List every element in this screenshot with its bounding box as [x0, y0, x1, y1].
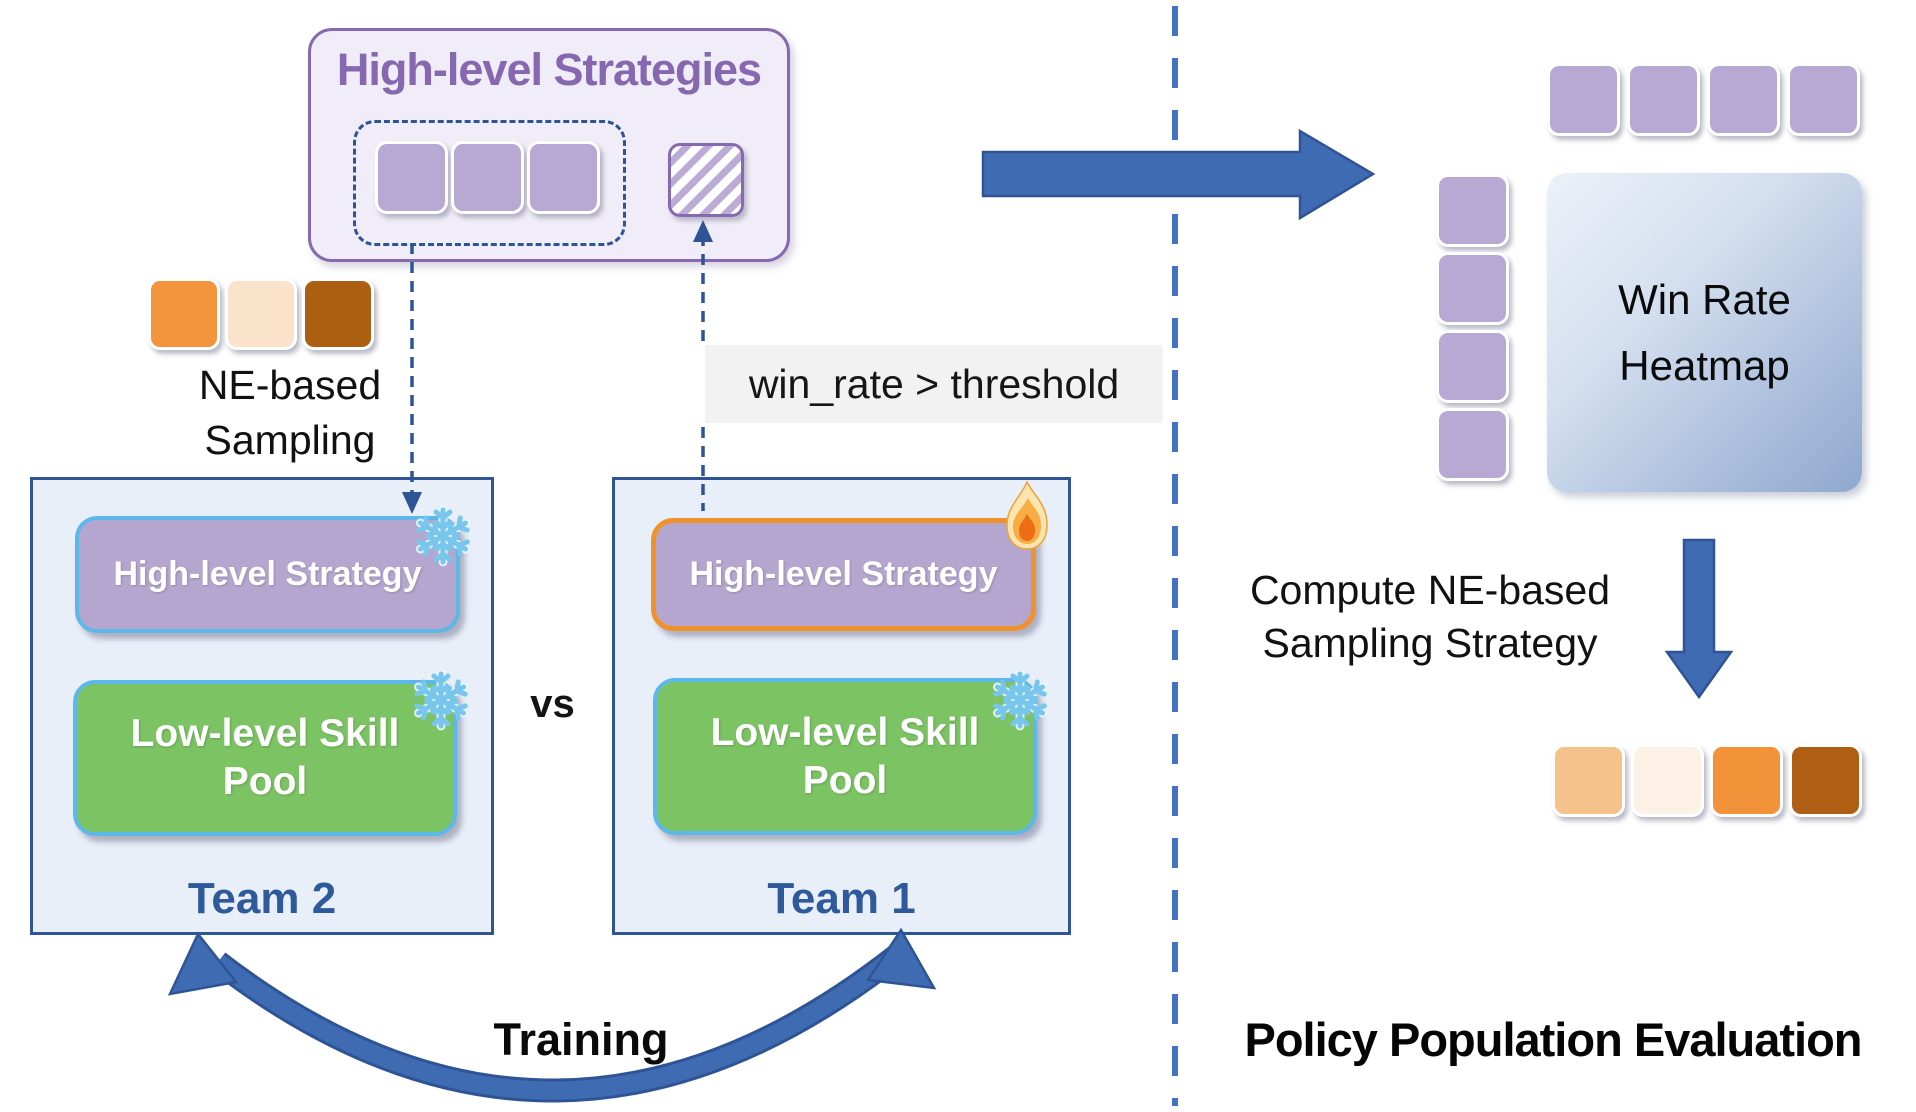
win-rate-condition-text: win_rate > threshold [748, 360, 1120, 407]
population-square [1627, 63, 1700, 136]
team1-high-level-strategy-card: High-level Strategy [651, 518, 1036, 631]
ne-sampling-label: NE-based Sampling [140, 358, 440, 469]
strategy-pool-dashed-box [353, 120, 626, 246]
strategy-pool-squares [375, 141, 600, 214]
strategy-bank-title: High-level Strategies [336, 44, 762, 95]
population-square [1552, 744, 1625, 817]
population-square [1631, 744, 1704, 817]
training-curved-arrow [167, 927, 937, 1103]
win-rate-heatmap-title-line2: Heatmap [1619, 341, 1790, 389]
team2-high-level-strategy-label: High-level Strategy [113, 555, 422, 593]
population-square [1707, 63, 1780, 136]
team2-low-level-skill-pool-label: Low-level Skill Pool [130, 712, 400, 803]
population-square [527, 141, 600, 214]
compute-ne-label-line1: Compute NE-based [1249, 567, 1611, 613]
team2-low-level-skill-pool-card: Low-level Skill Pool [73, 680, 457, 836]
population-square [1436, 330, 1509, 403]
team1-high-level-strategy-label: High-level Strategy [689, 555, 998, 593]
heatmap-row-policy-squares [1547, 63, 1860, 136]
population-square [302, 278, 374, 350]
new-strategy-hatched-square [668, 143, 744, 217]
population-square [1547, 63, 1620, 136]
team1-low-level-skill-pool-card: Low-level Skill Pool [653, 678, 1037, 835]
to-evaluation-arrow [981, 128, 1376, 221]
ne-sampling-squares-left [148, 278, 374, 350]
win-rate-condition-label: win_rate > threshold [705, 345, 1163, 423]
team2-box: High-level Strategy [30, 477, 494, 935]
strategy-bank-box: High-level Strategies [308, 28, 790, 262]
population-square [1436, 174, 1509, 247]
population-square [225, 278, 297, 350]
team1-box: High-level Strategy Low-level Skill Pool [612, 477, 1071, 935]
compute-ne-label-line2: Sampling Strategy [1262, 620, 1598, 667]
population-square [148, 278, 220, 350]
population-square [1710, 744, 1783, 817]
population-square [1436, 252, 1509, 325]
compute-ne-label: Compute NE-based Sampling Strategy [1185, 564, 1675, 671]
ne-sampling-squares-right [1552, 744, 1862, 817]
compute-ne-down-arrow [1664, 538, 1734, 700]
team1-name: Team 1 [767, 874, 916, 923]
population-square [375, 141, 448, 214]
population-square [1789, 744, 1862, 817]
team2-name: Team 2 [187, 874, 337, 923]
population-square [451, 141, 524, 214]
population-square [1436, 408, 1509, 481]
vs-label: vs [530, 682, 575, 726]
policy-population-evaluation-title: Policy Population Evaluation [1244, 1013, 1862, 1066]
team2-high-level-strategy-card: High-level Strategy [75, 516, 460, 633]
heatmap-column-policy-squares [1436, 174, 1509, 481]
team1-low-level-skill-pool-label: Low-level Skill Pool [710, 710, 980, 802]
ne-sampling-label-line1: NE-based [198, 362, 382, 408]
population-square [1787, 63, 1860, 136]
training-label: Training [493, 1014, 669, 1065]
win-rate-heatmap-title-line1: Win Rate [1618, 276, 1791, 324]
ne-sampling-label-line2: Sampling [204, 417, 376, 464]
win-rate-heatmap-box: Win Rate Heatmap [1547, 173, 1862, 492]
